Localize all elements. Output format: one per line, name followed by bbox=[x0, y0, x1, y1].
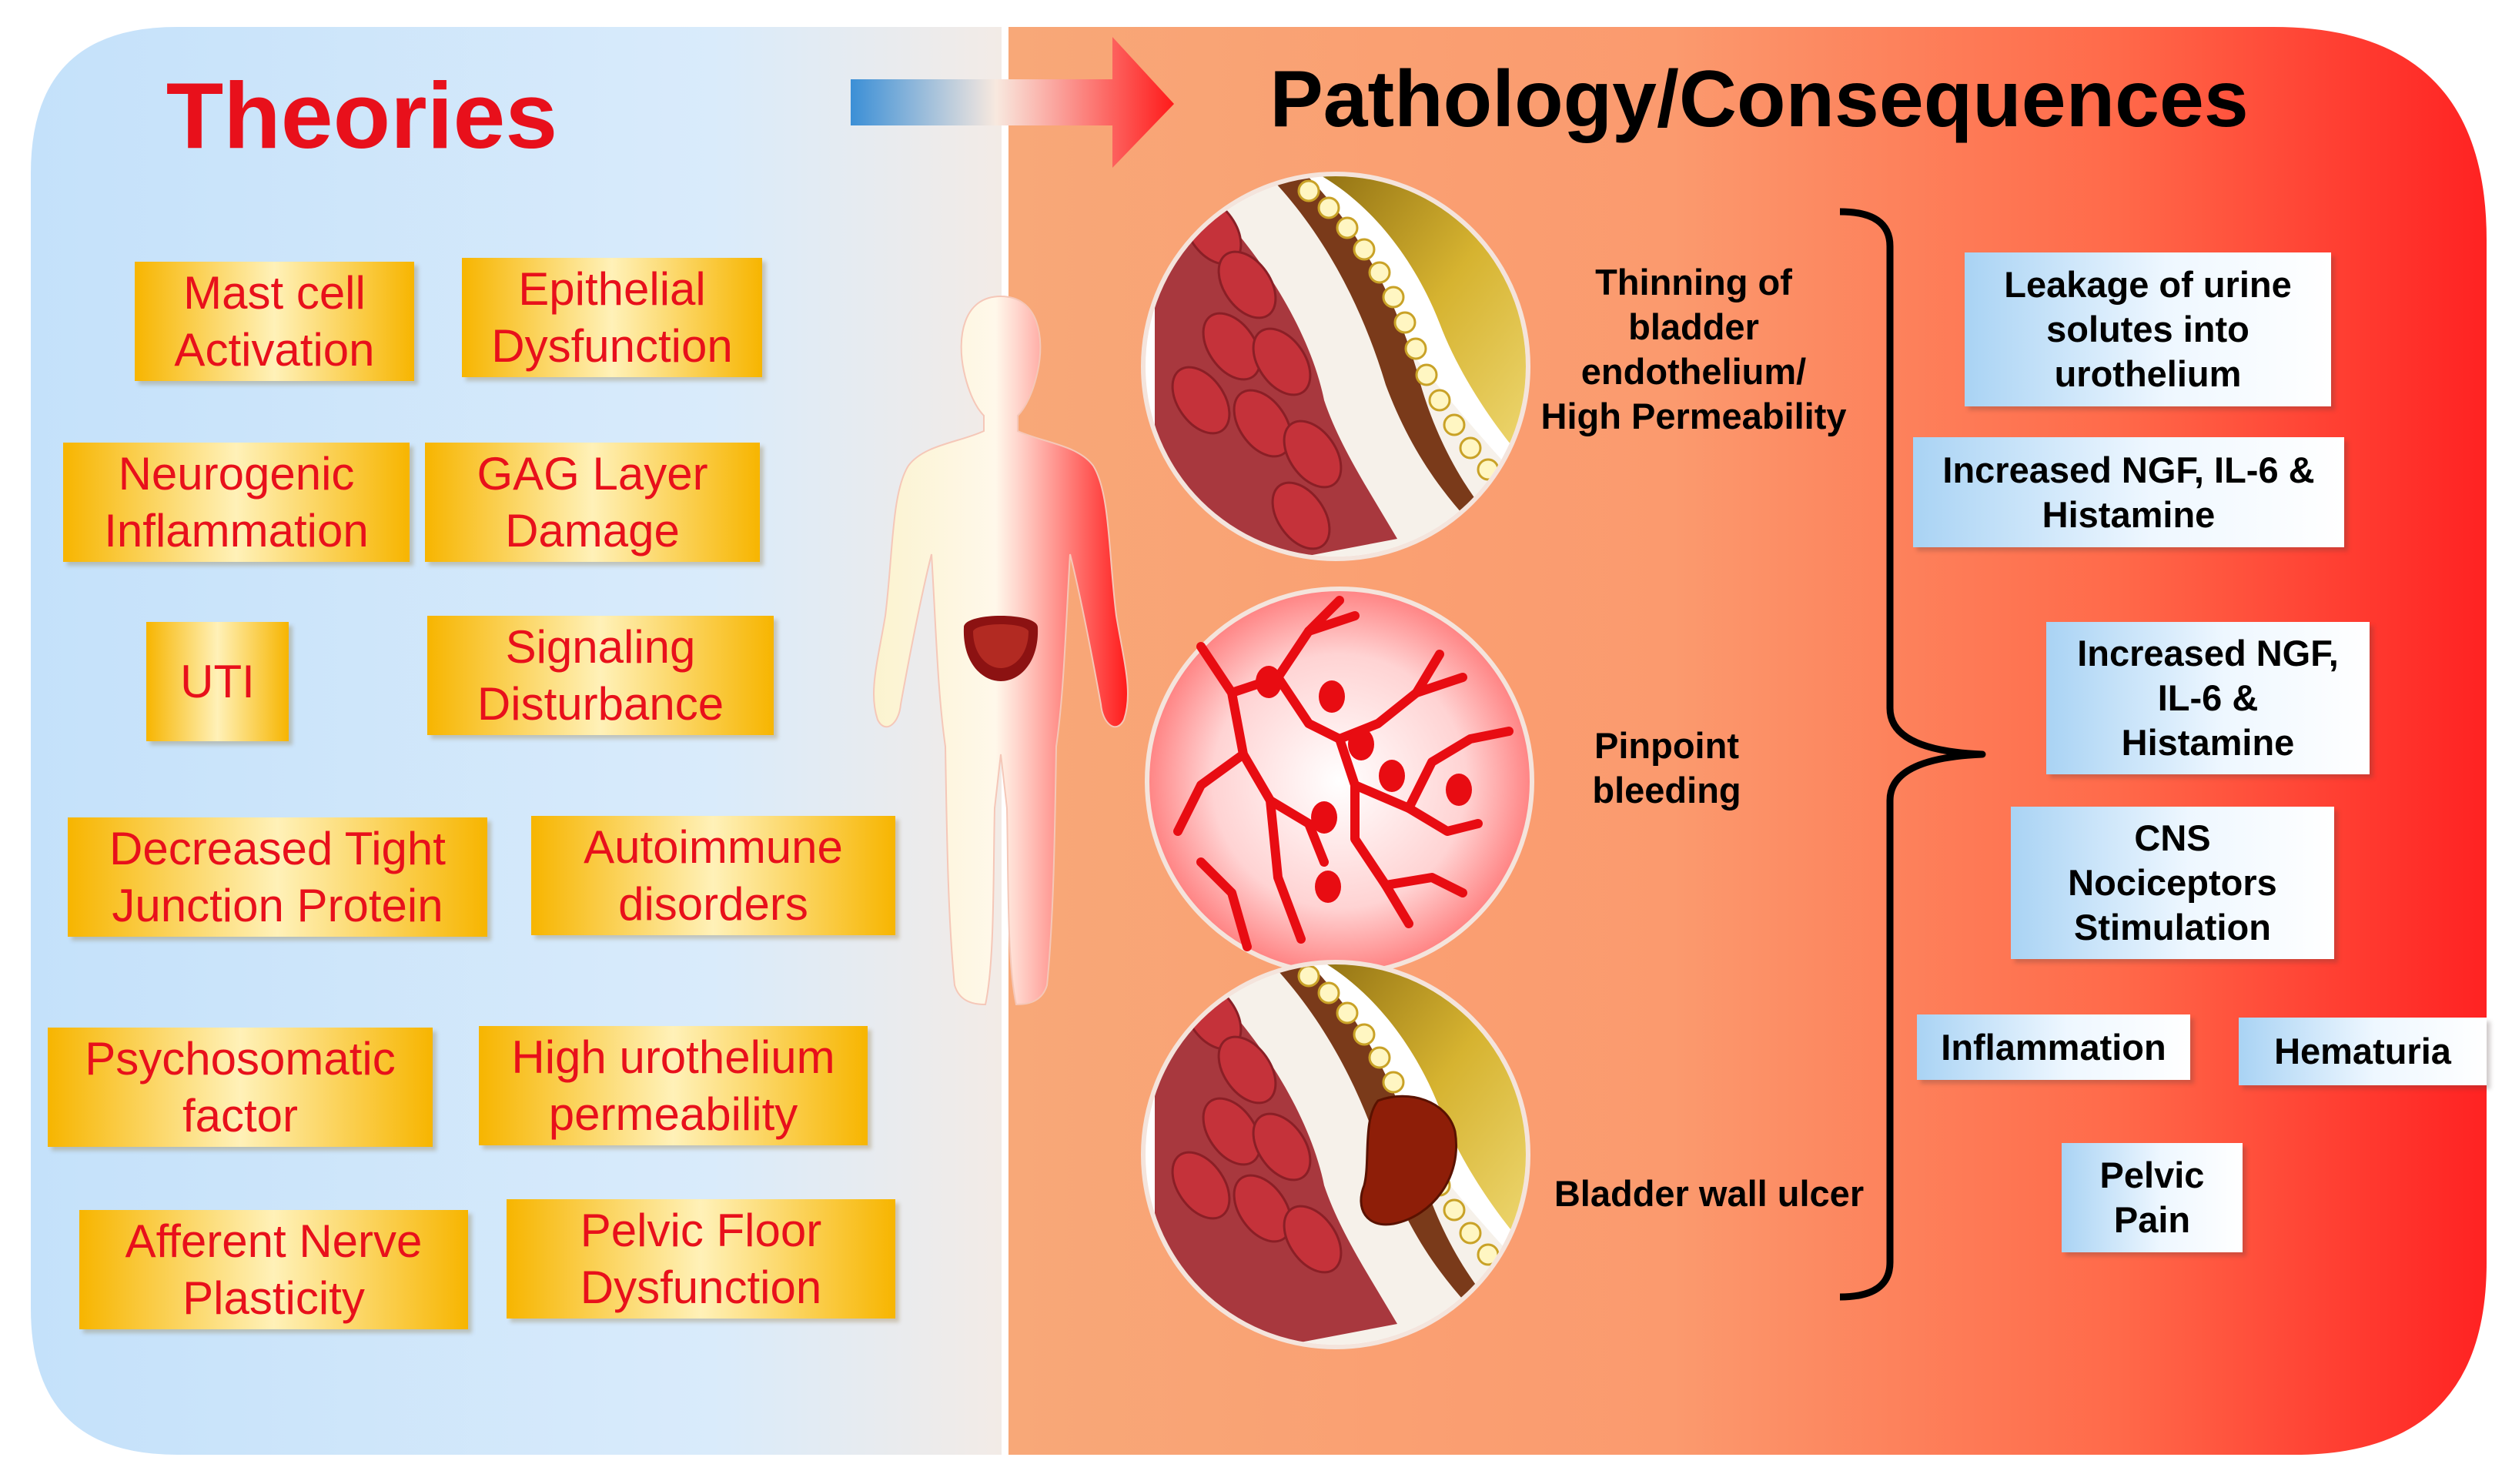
consequence-label: Leakage of urine solutes into urothelium bbox=[2004, 264, 2292, 394]
theory-box: Autoimmune disorders bbox=[531, 816, 895, 935]
gradient-arrow-icon bbox=[851, 37, 1174, 168]
theory-box: UTI bbox=[146, 622, 289, 741]
theory-label: Pelvic Floor Dysfunction bbox=[580, 1204, 822, 1313]
theory-label: Afferent Nerve Plasticity bbox=[125, 1215, 423, 1324]
consequence-box: Hematuria bbox=[2239, 1018, 2487, 1085]
theory-label: GAG Layer Damage bbox=[477, 447, 708, 556]
pathology-title: Pathology/Consequences bbox=[1269, 55, 2249, 144]
consequence-box: Pelvic Pain bbox=[2062, 1143, 2243, 1252]
theory-box: High urothelium permeability bbox=[479, 1026, 868, 1145]
theory-box: GAG Layer Damage bbox=[425, 443, 760, 562]
theory-box: Neurogenic Inflammation bbox=[63, 443, 410, 562]
theory-box: Afferent Nerve Plasticity bbox=[79, 1210, 468, 1329]
pinpoint-bleeding-image bbox=[1145, 587, 1534, 976]
consequence-box: Inflammation bbox=[1917, 1014, 2190, 1080]
theory-box: Mast cell Activation bbox=[135, 262, 414, 381]
theory-label: Psychosomatic factor bbox=[85, 1032, 396, 1141]
circle-label: Pinpoint bleeding bbox=[1540, 724, 1794, 813]
consequence-label: Increased NGF, IL-6 & Histamine bbox=[2077, 633, 2339, 763]
theory-label: Neurogenic Inflammation bbox=[104, 447, 369, 556]
theory-box: Signaling Disturbance bbox=[427, 616, 774, 735]
theory-label: Epithelial Dysfunction bbox=[491, 262, 733, 372]
theory-label: Decreased Tight Junction Protein bbox=[109, 822, 446, 931]
consequence-label: CNS Nociceptors Stimulation bbox=[2068, 817, 2277, 948]
theory-label: Signaling Disturbance bbox=[477, 620, 724, 730]
theory-label: UTI bbox=[180, 655, 255, 707]
consequence-box: Increased NGF, IL-6 & Histamine bbox=[2046, 622, 2370, 774]
theory-box: Epithelial Dysfunction bbox=[462, 258, 762, 377]
theory-box: Decreased Tight Junction Protein bbox=[68, 817, 487, 937]
theory-box: Pelvic Floor Dysfunction bbox=[507, 1199, 895, 1319]
theory-label: High urothelium permeability bbox=[511, 1031, 835, 1140]
circle-label: Bladder wall ulcer bbox=[1528, 1171, 1890, 1216]
theory-label: Mast cell Activation bbox=[174, 266, 375, 376]
consequence-label: Pelvic Pain bbox=[2099, 1155, 2205, 1240]
consequence-label: Increased NGF, IL-6 & Histamine bbox=[1942, 449, 2315, 535]
theories-title: Theories bbox=[166, 63, 558, 168]
bladder-icon bbox=[963, 616, 1039, 681]
theory-box: Psychosomatic factor bbox=[48, 1028, 433, 1147]
circle-label-text: Bladder wall ulcer bbox=[1554, 1173, 1865, 1214]
theory-label: Autoimmune disorders bbox=[584, 821, 843, 930]
consequence-box: CNS Nociceptors Stimulation bbox=[2011, 807, 2334, 959]
circle-label-text: Pinpoint bleeding bbox=[1592, 725, 1741, 811]
consequence-box: Increased NGF, IL-6 & Histamine bbox=[1913, 437, 2344, 547]
consequence-box: Leakage of urine solutes into urothelium bbox=[1965, 252, 2331, 406]
circle-label: Thinning of bladder endothelium/ High Pe… bbox=[1505, 260, 1882, 439]
circle-label-text: Thinning of bladder endothelium/ High Pe… bbox=[1540, 262, 1847, 436]
tissue-thinning-image bbox=[1141, 172, 1530, 561]
consequence-label: Hematuria bbox=[2274, 1031, 2451, 1071]
curly-brace-icon bbox=[1839, 208, 1986, 1301]
consequence-label: Inflammation bbox=[1941, 1026, 2166, 1068]
bladder-wall-ulcer-image bbox=[1141, 960, 1530, 1349]
